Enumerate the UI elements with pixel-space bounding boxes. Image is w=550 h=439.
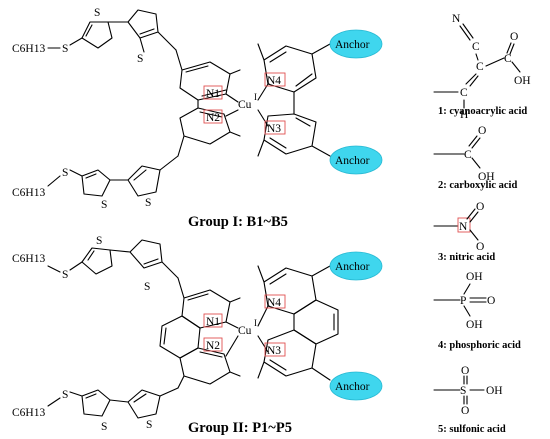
atom-oh-2: OH [478, 171, 495, 183]
chain-label-4: C6H13 [12, 407, 45, 419]
atom-o-4: O [476, 241, 484, 253]
thiophene-s-label-4: S [101, 199, 107, 211]
acid-label-2: 2: carboxylic acid [438, 180, 517, 191]
anchor-bottom-label-2: Anchor [335, 381, 370, 393]
cu-oxidation: I [254, 92, 257, 102]
sulfur-label-4: S [62, 389, 68, 401]
chain-label: C6H13 [12, 43, 45, 55]
chain-label-3: C6H13 [12, 253, 45, 265]
atom-n: N [452, 13, 461, 25]
atom-o-5: O [487, 295, 495, 307]
atom-n-2: N [459, 221, 468, 233]
cu-oxidation-2: I [254, 318, 257, 328]
thiophene-s-label-8: S [101, 421, 107, 433]
thiophene-s-label-2: S [137, 53, 143, 65]
atom-oh-5: OH [486, 385, 503, 397]
atom-oh: OH [514, 75, 531, 87]
n1-label-2: N1 [206, 316, 220, 328]
thiophene-s-label-3: S [145, 197, 151, 209]
atom-o: O [510, 31, 518, 43]
atom-p: P [460, 295, 466, 307]
atom-h: H [460, 109, 468, 121]
anchor-bottom-2 [329, 371, 383, 401]
atom-c-2: C [476, 61, 484, 73]
group2-phenanthroline-left: N1 N2 [159, 289, 241, 385]
group1-title: Group I: B1~B5 [188, 214, 288, 230]
atom-o-3: O [476, 201, 484, 213]
thiophene-s-label: S [94, 7, 100, 19]
atom-o-6: O [461, 365, 469, 377]
carboxylic-structure: C O OH 2: carboxylic acid [433, 125, 517, 191]
cu-label-2: Cu [238, 325, 252, 337]
thiophene-s-label-7: S [146, 419, 152, 431]
atom-c-4: C [460, 87, 468, 99]
group1-bipyridine-right: N4 N3 [257, 43, 331, 157]
anchor-group-legend: N C C C O OH C H 1: cyanoacrylic acid C [433, 13, 531, 435]
anchor-bottom [329, 145, 383, 175]
atom-oh-3: OH [466, 271, 483, 283]
atom-o-2: O [478, 125, 486, 137]
atom-o-7: O [461, 405, 469, 417]
acid-label-1: 1: cyanoacrylic acid [438, 106, 527, 117]
chain-label-2: C6H13 [12, 187, 45, 199]
nitric-structure: N O O 3: nitric acid [433, 201, 495, 263]
anchor-top-label: Anchor [335, 39, 370, 51]
phosphoric-structure: P OH O OH 4: phosphoric acid [433, 271, 521, 351]
group2-title: Group II: P1~P5 [188, 420, 292, 436]
group-1-structure: C6H13 S S S N [12, 7, 383, 230]
acid-label-5: 5: sulfonic acid [438, 424, 506, 435]
group1-bottom-chain: S S S C6H13 [12, 135, 185, 211]
cu-label: Cu [238, 99, 252, 111]
n4-label-2: N4 [267, 297, 281, 309]
anchor-top-label-2: Anchor [335, 261, 370, 273]
group1-bipyridine-left: N1 N2 [179, 61, 241, 145]
group-2-structure: C6H13 S S S N1 N2 [12, 235, 383, 436]
n3-label-2: N3 [267, 345, 281, 357]
sulfur-label: S [62, 43, 68, 55]
n4-label: N4 [267, 75, 281, 87]
anchor-bottom-label: Anchor [335, 155, 370, 167]
group2-phenanthroline-right: N4 N3 [257, 265, 339, 381]
atom-c: C [472, 41, 480, 53]
anchor-top [329, 29, 383, 59]
n2-label-2: N2 [206, 340, 220, 352]
atom-oh-4: OH [466, 319, 483, 331]
n2-label: N2 [206, 112, 220, 124]
group1-top-chain: C6H13 S S S [12, 7, 183, 71]
acid-label-3: 3: nitric acid [438, 252, 495, 263]
thiophene-s-label-6: S [144, 281, 150, 293]
acid-label-4: 4: phosphoric acid [438, 340, 521, 351]
sulfur-label-2: S [62, 167, 68, 179]
group2-bottom-chain: S S S C6H13 [12, 375, 185, 433]
group2-top-chain: C6H13 S S S [12, 235, 185, 299]
anchor-top-2 [329, 251, 383, 281]
thiophene-s-label-5: S [96, 235, 102, 247]
n1-label: N1 [206, 88, 220, 100]
atom-s: S [460, 385, 466, 397]
n3-label: N3 [267, 123, 281, 135]
sulfur-label-3: S [62, 269, 68, 281]
atom-c-3: C [504, 53, 512, 65]
sulfonic-structure: S O OH O 5: sulfonic acid [433, 365, 506, 435]
cyanoacrylic-structure: N C C C O OH C H 1: cyanoacrylic acid [433, 13, 531, 121]
atom-c-5: C [464, 149, 472, 161]
